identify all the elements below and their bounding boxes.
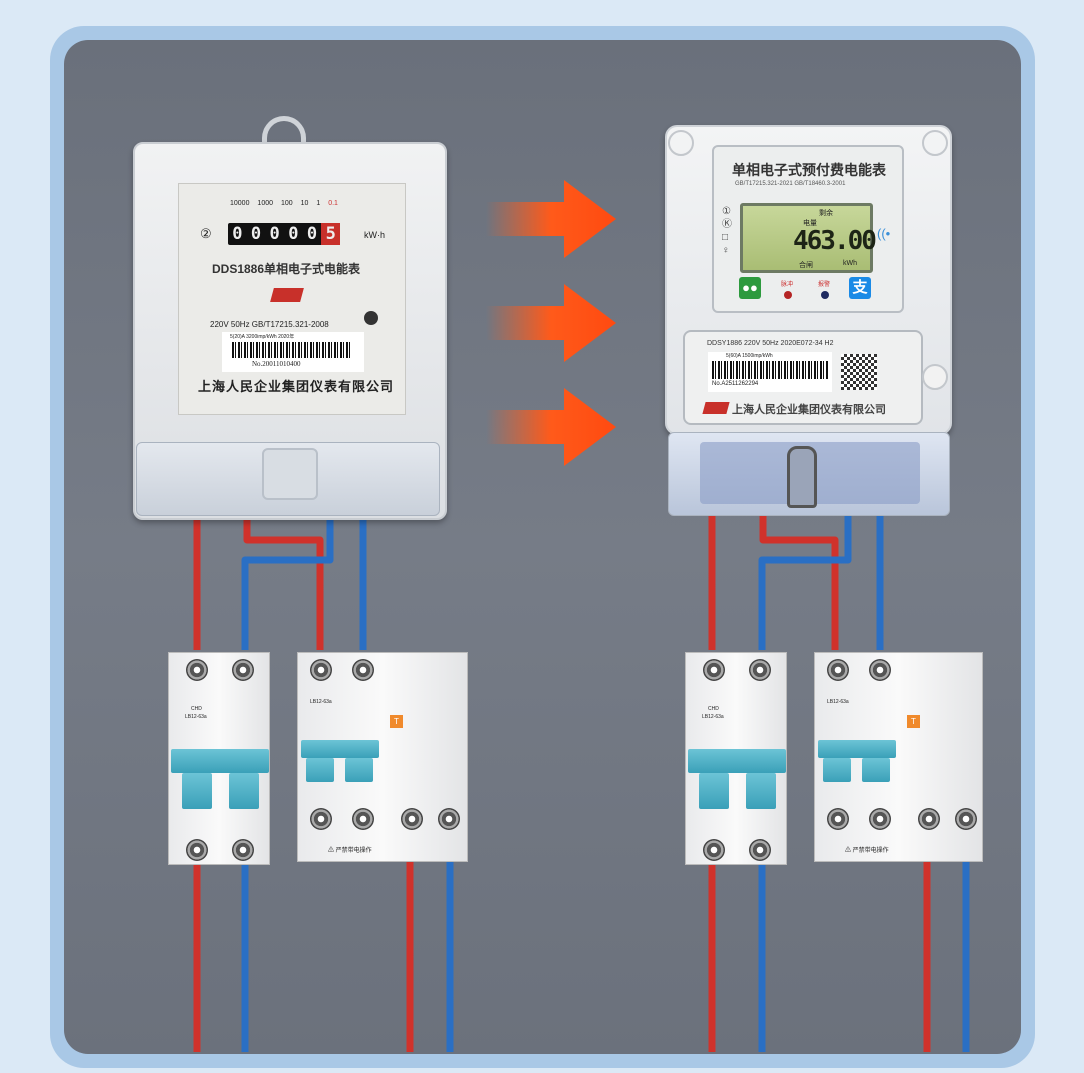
- barcode: [712, 361, 828, 379]
- seal-clip: [262, 448, 318, 500]
- meter-title: 单相电子式预付费电能表: [732, 162, 886, 178]
- warning-label: ⚠ 严禁带电操作: [845, 848, 889, 854]
- seal-latch: [787, 446, 817, 508]
- label-line: 5(60)A 1500imp/kWh: [726, 353, 773, 359]
- model-label: LB12-63a: [185, 714, 207, 720]
- barcode-label: 5(20)A 3200imp/kWh 2020年 No.20011010400: [222, 332, 364, 372]
- manufacturer: 上海人民企业集团仪表有限公司: [198, 380, 395, 395]
- model-label: LB12-63a: [827, 699, 849, 705]
- breaker-handle[interactable]: [301, 740, 379, 758]
- arrow-right-icon: [486, 180, 616, 258]
- rcbo-breaker: LB12-63a T ⚠ 严禁带电操作: [814, 652, 983, 862]
- breaker-handle[interactable]: [688, 749, 786, 773]
- lcd-reading: 463.00: [793, 226, 877, 256]
- brand-logo: [270, 288, 304, 302]
- manufacturer: 上海人民企业集团仪表有限公司: [732, 403, 886, 416]
- warning-label: ⚠ 严禁带电操作: [328, 848, 372, 854]
- mcb-breaker: CHD LB12-63a: [685, 652, 787, 865]
- lcd-display: 剩余 电量 463.00 合闸 kWh: [740, 203, 877, 273]
- indicator-light: [364, 311, 378, 325]
- live-wire: [708, 515, 931, 1052]
- class-mark: ②: [200, 226, 212, 241]
- brand-label: CHD: [708, 706, 719, 712]
- arrow-right-icon: [486, 284, 616, 362]
- model-label: DDS1886单相电子式电能表: [212, 262, 361, 276]
- live-wire: [193, 520, 414, 1052]
- meter-hanger: [262, 116, 306, 146]
- model-line: DDSY1886 220V 50Hz 2020E072-34 H2: [707, 340, 834, 347]
- model-label: LB12-63a: [310, 699, 332, 705]
- neutral-wire: [241, 520, 454, 1052]
- dial-scale: 10000 1000 100 10 1 0.1: [230, 200, 338, 207]
- model-label: LB12-63a: [702, 714, 724, 720]
- breaker-handle[interactable]: [818, 740, 896, 758]
- lcd-remaining: 剩余: [819, 210, 833, 217]
- test-button[interactable]: T: [907, 715, 920, 728]
- brand-logo: [702, 402, 730, 414]
- wechat-pay-icon: ●●: [739, 277, 761, 299]
- breaker-handle[interactable]: [171, 749, 269, 773]
- brand-label: CHD: [191, 706, 202, 712]
- arrow-right-icon: [486, 388, 616, 466]
- unit-label: kW·h: [364, 230, 385, 240]
- lcd-status: 合闸: [799, 262, 813, 269]
- mount-hole: [922, 130, 948, 156]
- serial-number: No.20011010400: [252, 360, 301, 368]
- mount-hole: [668, 130, 694, 156]
- alipay-icon: 支: [849, 277, 871, 299]
- mcb-breaker: CHD LB12-63a: [168, 652, 270, 865]
- neutral-wire: [758, 515, 970, 1052]
- qr-code: [841, 354, 877, 390]
- alarm-label: 报警: [818, 282, 831, 288]
- standards-label: GB/T17215.321-2021 GB/T18460.3-2001: [735, 181, 846, 187]
- lcd-unit: kWh: [843, 260, 857, 267]
- alarm-led: [821, 291, 829, 299]
- rcbo-breaker: LB12-63a T ⚠ 严禁带电操作: [297, 652, 468, 862]
- lcd-energy: 电量: [803, 220, 817, 227]
- barcode: [232, 342, 352, 358]
- pulse-label: 脉冲: [781, 282, 794, 288]
- label-line: 5(20)A 3200imp/kWh 2020年: [230, 334, 295, 340]
- serial-number: No.A2511262294: [712, 381, 759, 387]
- pulse-led: [784, 291, 792, 299]
- terminal-cover: [136, 442, 440, 516]
- barcode-label: 5(60)A 1500imp/kWh No.A2511262294: [708, 352, 832, 392]
- seal-screw: [922, 364, 948, 390]
- test-button[interactable]: T: [390, 715, 403, 728]
- nfc-icon: ((•: [877, 226, 891, 241]
- ratings-label: 220V 50Hz GB/T17215.321-2008: [210, 320, 329, 329]
